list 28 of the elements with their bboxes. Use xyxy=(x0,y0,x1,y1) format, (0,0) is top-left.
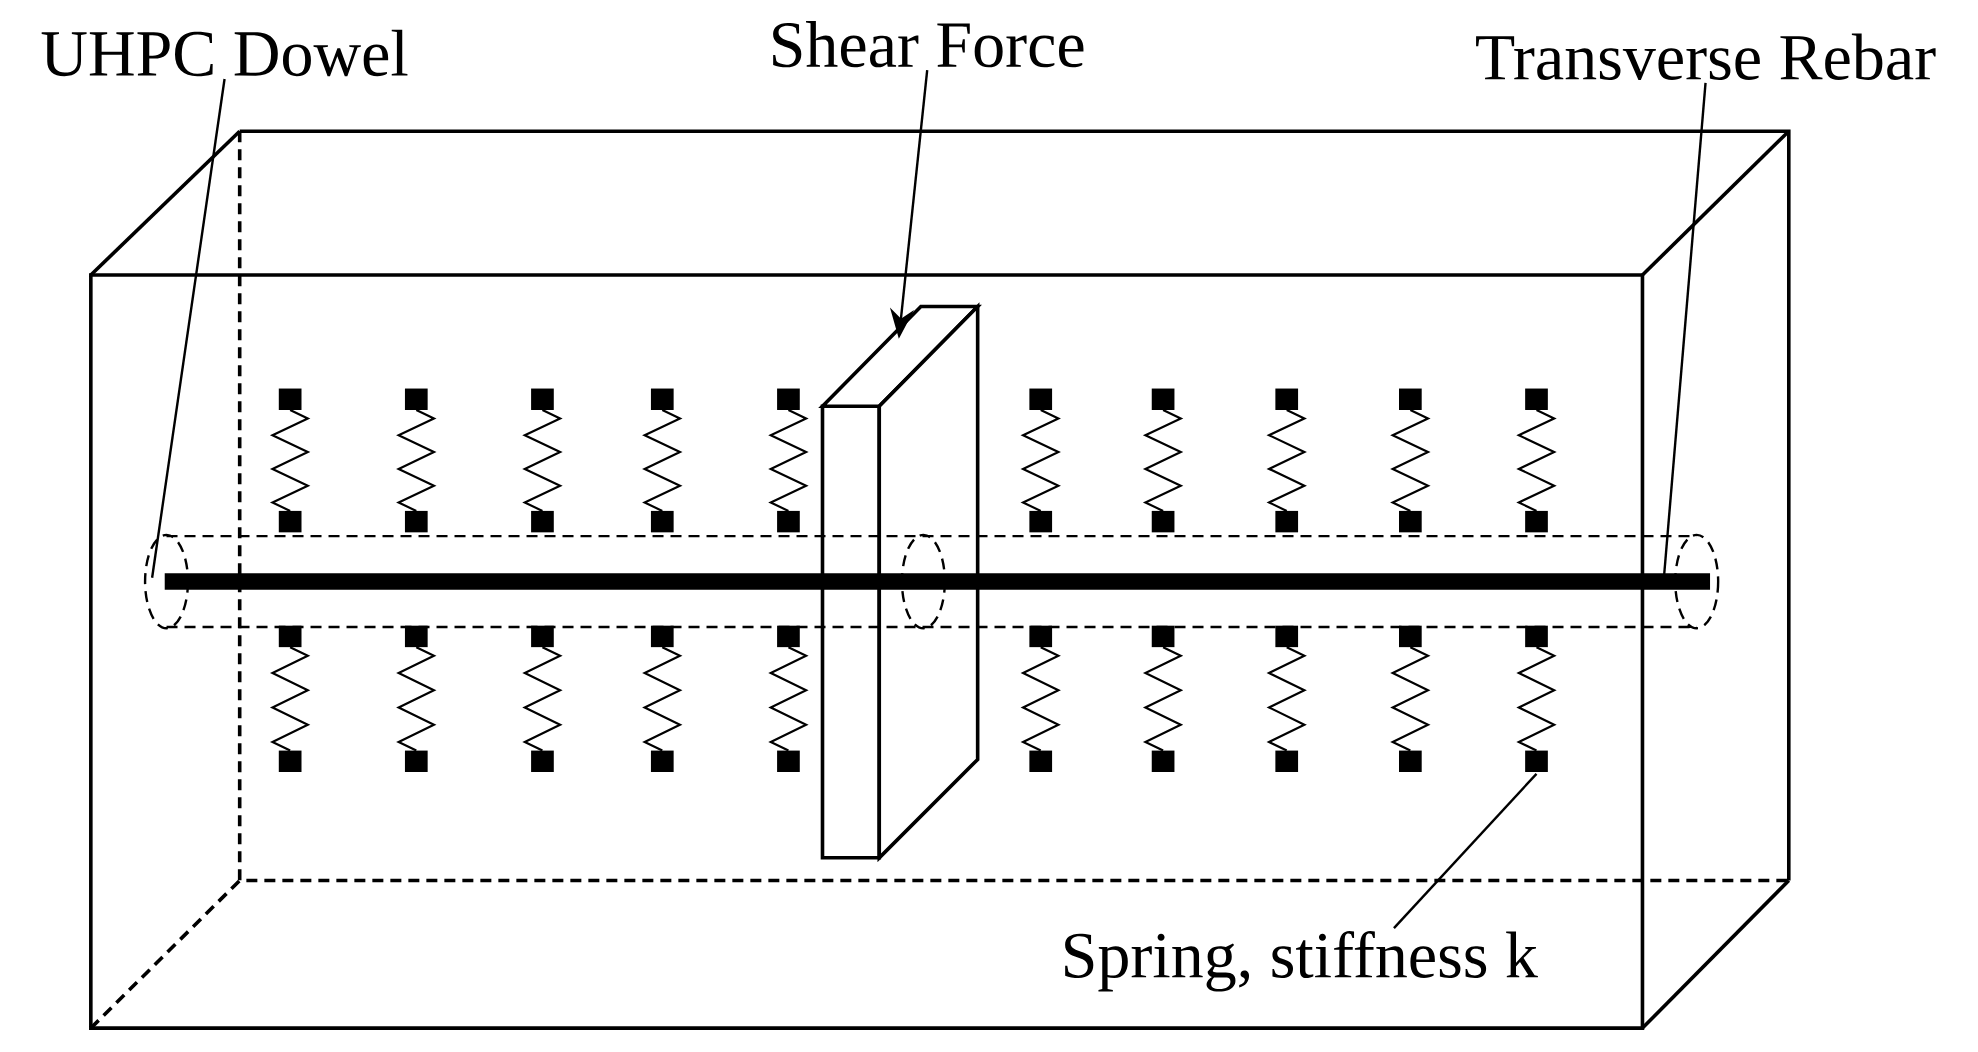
spring xyxy=(768,625,809,772)
spring xyxy=(1390,388,1431,533)
spring xyxy=(522,388,563,533)
spring xyxy=(269,625,311,772)
label: Spring, stiffness k xyxy=(1065,930,1538,992)
label: Transverse Rebar xyxy=(1476,33,1936,80)
spring xyxy=(1020,388,1061,533)
spring xyxy=(1266,625,1307,772)
spring xyxy=(396,625,437,772)
spring xyxy=(396,388,437,533)
leader-line xyxy=(150,78,226,578)
dowel-outline xyxy=(143,533,1720,630)
spring xyxy=(1142,388,1184,533)
rebar xyxy=(164,573,1711,590)
leader-line xyxy=(1393,772,1538,929)
spring xyxy=(642,625,683,772)
label: Shear Force xyxy=(773,20,1084,68)
spring xyxy=(269,388,311,533)
spring xyxy=(1020,625,1061,772)
spring xyxy=(768,388,809,533)
spring xyxy=(642,388,683,533)
label: UHPC Dowel xyxy=(41,29,408,77)
spring xyxy=(522,625,563,772)
spring xyxy=(1516,625,1557,772)
spring xyxy=(1266,388,1307,533)
spring xyxy=(1142,625,1184,772)
spring xyxy=(1516,388,1557,533)
spring xyxy=(1390,625,1431,772)
